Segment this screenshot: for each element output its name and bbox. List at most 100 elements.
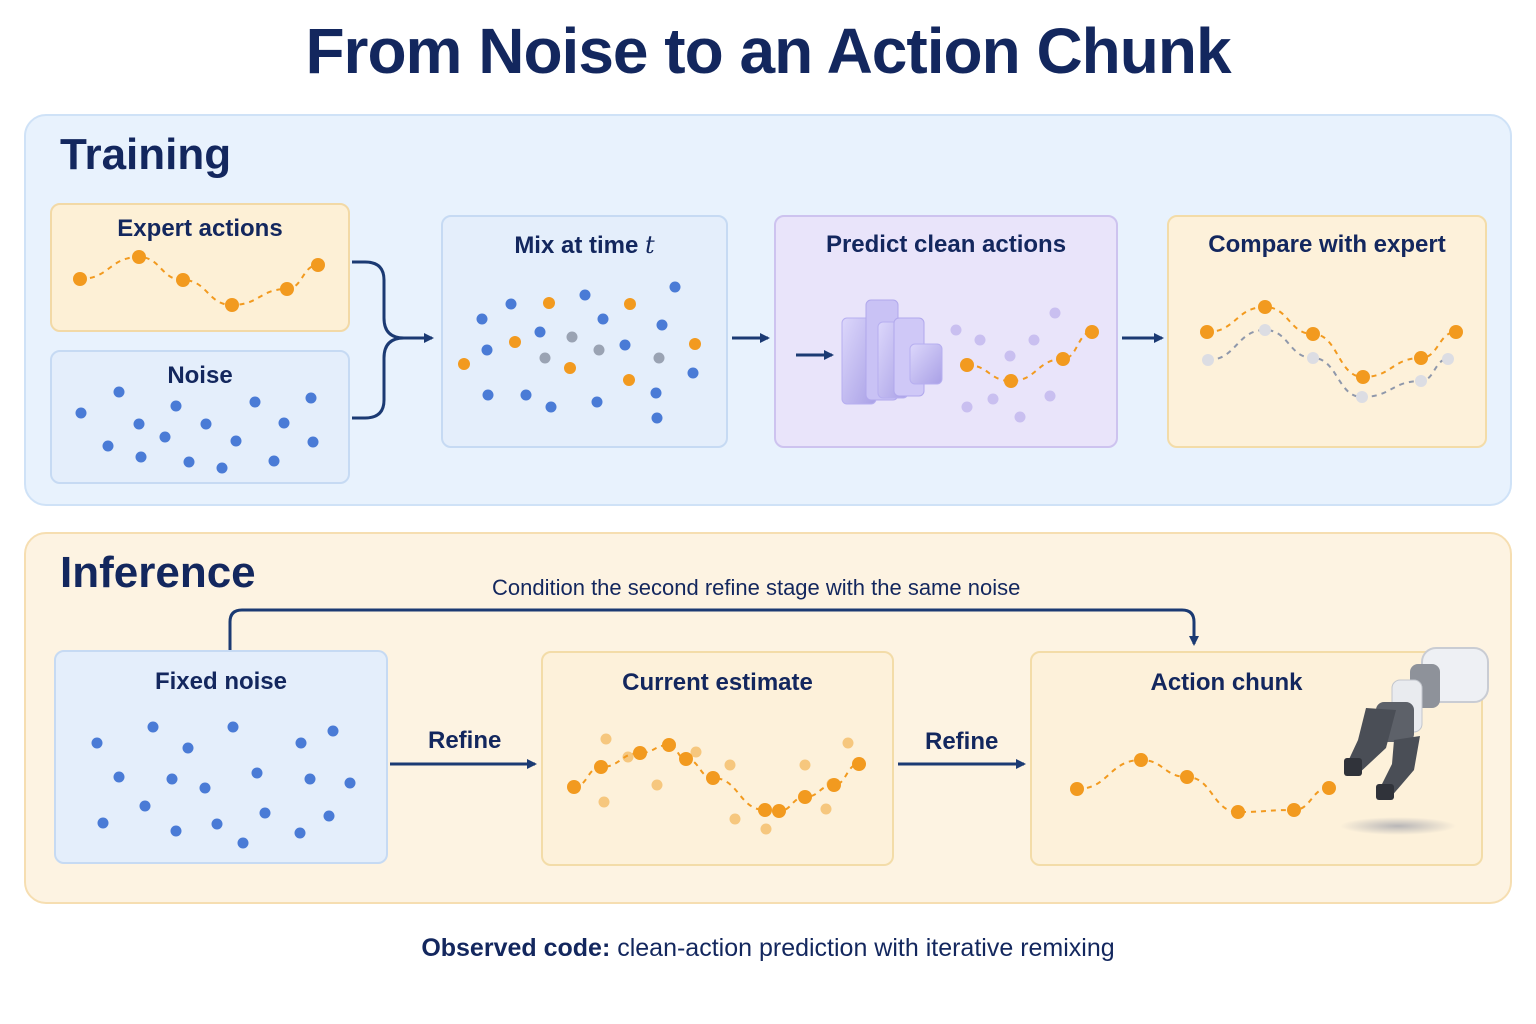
noise-panel: Noise <box>50 350 350 484</box>
estimate-faint-dot <box>622 751 634 763</box>
compare-gray-dot <box>1415 375 1427 387</box>
mix-blue-dot <box>505 298 517 310</box>
fixed-noise-dot <box>139 800 151 812</box>
noise-dot <box>230 435 242 447</box>
compare-gray-dot <box>1259 324 1271 336</box>
mix-gray-dot <box>653 352 665 364</box>
action-chunk-trajectory-dot <box>1287 803 1301 817</box>
predict-faint-dot <box>1004 350 1016 362</box>
estimate-trajectory-dot <box>594 760 608 774</box>
refine-label-1: Refine <box>428 727 502 754</box>
fixed-noise-dot <box>182 742 194 754</box>
compare-gray-dot <box>1356 391 1368 403</box>
estimate-faint-dot <box>651 779 663 791</box>
predict-faint-dot <box>974 334 986 346</box>
expert-trajectory-dot <box>280 282 294 296</box>
expert-trajectory-curve <box>79 255 319 307</box>
fixed-noise-dot <box>211 818 223 830</box>
action-chunk-trajectory-dot <box>1231 805 1245 819</box>
compare-expert-trajectory-dot <box>1449 325 1463 339</box>
expert-trajectory-dot <box>311 258 325 272</box>
mix-orange-dot <box>689 338 701 350</box>
page-title: From Noise to an Action Chunk <box>305 15 1231 87</box>
fixed-noise-dot <box>166 773 178 785</box>
compare-panel: Compare with expert <box>1167 215 1487 448</box>
noise-dot <box>249 396 261 408</box>
predict-faint-dot <box>1049 307 1061 319</box>
noise-dot <box>307 436 319 448</box>
noise-dot <box>135 451 147 463</box>
mix-gray-dot <box>539 352 551 364</box>
compare-expert-trajectory-dot <box>1258 300 1272 314</box>
fixed-noise-dot <box>227 721 239 733</box>
condition-note: Condition the second refine stage with t… <box>492 575 1021 600</box>
mix-blue-dot <box>482 389 494 401</box>
estimate-trajectory-dot <box>827 778 841 792</box>
fixed-noise-panel: Fixed noise <box>54 650 388 864</box>
mix-blue-dot <box>481 344 493 356</box>
expert-trajectory-dot <box>132 250 146 264</box>
predicted-trajectory-dot <box>960 358 974 372</box>
predicted-trajectory-dot <box>1056 352 1070 366</box>
inference-heading: Inference <box>60 548 256 597</box>
fixed-noise-dot <box>323 810 335 822</box>
predicted-trajectory-dot <box>1004 374 1018 388</box>
estimate-faint-dot <box>799 759 811 771</box>
dot-layer <box>73 250 1463 849</box>
refine-label-2: Refine <box>925 728 999 755</box>
fixed-noise-dot <box>259 807 271 819</box>
mix-orange-dot <box>543 297 555 309</box>
estimate-faint-dot <box>820 803 832 815</box>
estimate-trajectory-dot <box>706 771 720 785</box>
noise-label: Noise <box>167 362 233 389</box>
mix-blue-dot <box>651 412 663 424</box>
expert-actions-label: Expert actions <box>117 215 283 242</box>
mix-blue-dot <box>687 367 699 379</box>
compare-gray-dot <box>1442 353 1454 365</box>
mix-orange-dot <box>624 298 636 310</box>
mix-orange-dot <box>458 358 470 370</box>
compare-expert-trajectory-dot <box>1306 327 1320 341</box>
compare-expert-trajectory-dot <box>1356 370 1370 384</box>
predict-faint-dot <box>1028 334 1040 346</box>
mix-orange-dot <box>564 362 576 374</box>
noise-dot <box>305 392 317 404</box>
estimate-faint-dot <box>760 823 772 835</box>
noise-dot <box>183 456 195 468</box>
predict-panel: Predict clean actions <box>774 215 1118 448</box>
fixed-noise-dot <box>199 782 211 794</box>
estimate-trajectory-dot <box>852 757 866 771</box>
estimate-faint-dot <box>690 746 702 758</box>
fixed-noise-dot <box>304 773 316 785</box>
compare-gray-dot <box>1202 354 1214 366</box>
mix-blue-dot <box>579 289 591 301</box>
compare-label: Compare with expert <box>1208 231 1446 258</box>
estimate-trajectory-dot <box>662 738 676 752</box>
footer-note: Observed code: clean-action prediction w… <box>421 934 1115 962</box>
fixed-noise-dot <box>327 725 339 737</box>
noise-dot <box>159 431 171 443</box>
fixed-noise-dot <box>147 721 159 733</box>
mix-gray-dot <box>593 344 605 356</box>
mix-label: Mix at time t <box>514 231 655 259</box>
mix-blue-dot <box>669 281 681 293</box>
fixed-noise-dot <box>91 737 103 749</box>
estimate-trajectory-dot <box>798 790 812 804</box>
estimate-faint-dot <box>598 796 610 808</box>
action-chunk-trajectory-dot <box>1070 782 1084 796</box>
predicted-trajectory-dot <box>1085 325 1099 339</box>
mix-blue-dot <box>591 396 603 408</box>
noise-dot <box>75 407 87 419</box>
noise-dot <box>113 386 125 398</box>
action-chunk-trajectory-dot <box>1134 753 1148 767</box>
expert-trajectory-dot <box>225 298 239 312</box>
condition-arrow <box>228 608 1199 650</box>
estimate-trajectory-dot <box>758 803 772 817</box>
mix-blue-dot <box>650 387 662 399</box>
merge-arrow <box>352 260 434 420</box>
estimate-faint-dot <box>724 759 736 771</box>
mix-blue-dot <box>520 389 532 401</box>
action-chunk-trajectory-dot <box>1180 770 1194 784</box>
compare-expert-trajectory-dot <box>1200 325 1214 339</box>
